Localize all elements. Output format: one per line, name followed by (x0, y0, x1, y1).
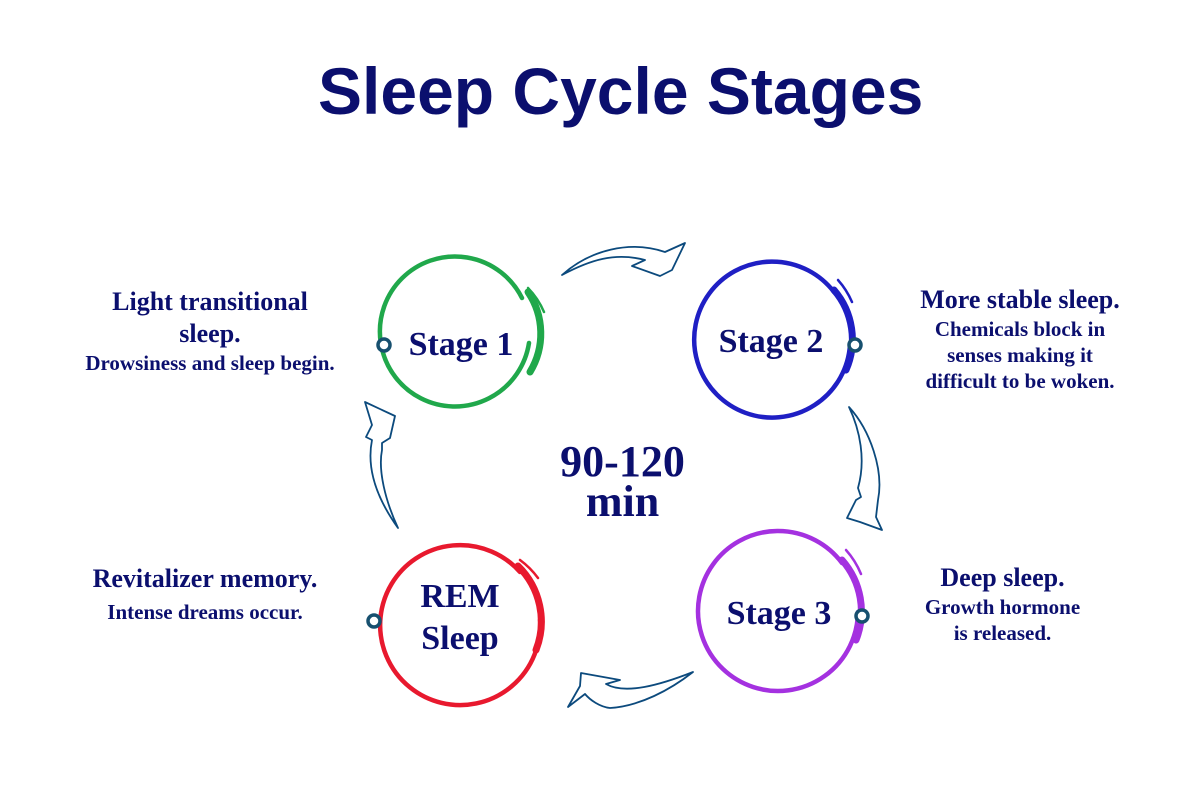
stage2-label: Stage 2 (718, 323, 824, 360)
stage1-description: Light transitional sleep. Drowsiness and… (40, 286, 380, 376)
arrow-left-icon (567, 671, 694, 709)
cycle-duration: 90-120 min (530, 437, 715, 526)
rem-circle (377, 542, 545, 708)
rem-label-line1: REM (420, 578, 500, 615)
stage1-body: Drowsiness and sleep begin. (85, 351, 335, 375)
rem-label-line2: Sleep (421, 620, 499, 657)
rem-heading: Revitalizer memory. (92, 564, 318, 593)
stage2-circle (691, 259, 856, 420)
stage2-body-line2: senses making it (947, 343, 1093, 367)
stage1-heading-line1: Light transitional (112, 287, 308, 316)
stage3-circle (695, 528, 865, 694)
stage1-label: Stage 1 (408, 326, 514, 363)
stage3-description: Deep sleep. Growth hormone is released. (880, 562, 1125, 646)
arrow-right-icon (561, 242, 686, 277)
stage2-body-line3: difficult to be woken. (925, 369, 1115, 393)
arrow-up-icon (364, 401, 399, 529)
stage2-body-line1: Chemicals block in (934, 317, 1106, 341)
stage2-connector-dot (847, 337, 863, 353)
stage3-connector-dot (854, 608, 870, 624)
stage1-connector-dot (376, 337, 392, 353)
stage2-description: More stable sleep. Chemicals block in se… (880, 284, 1160, 394)
stage3-body-line1: Growth hormone (924, 595, 1081, 619)
arrow-down-icon (846, 406, 883, 531)
stage3-body-line2: is released. (953, 621, 1052, 645)
duration-unit: min (585, 477, 660, 526)
stage3-label: Stage 3 (726, 595, 832, 632)
duration-value: 90-120 (560, 437, 685, 486)
page-title: Sleep Cycle Stages (318, 54, 924, 128)
rem-label: REM Sleep (395, 576, 525, 660)
rem-connector-dot (366, 613, 382, 629)
stage1-heading-line2: sleep. (179, 319, 241, 348)
rem-body: Intense dreams occur. (107, 600, 303, 624)
stage2-heading: More stable sleep. (920, 285, 1120, 314)
stage3-heading: Deep sleep. (940, 563, 1065, 592)
rem-description: Revitalizer memory. Intense dreams occur… (55, 563, 355, 625)
